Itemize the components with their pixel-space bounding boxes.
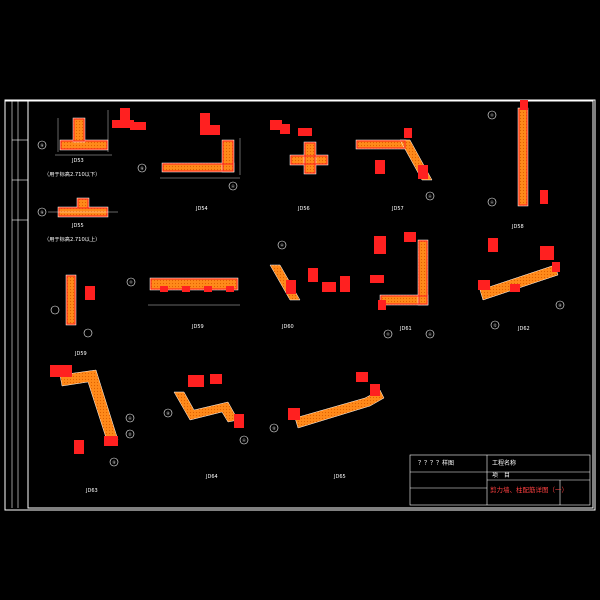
detail-label: JD56 <box>297 206 310 212</box>
detail-jd65: ⑬ JD65 <box>269 372 385 480</box>
axis-label: ⑯ <box>40 210 44 215</box>
detail-jd64: ⑭ Ⓐ JD64 <box>163 374 249 480</box>
detail-label: JD60 <box>281 324 294 330</box>
detail-label: JD58 <box>511 224 524 230</box>
detail-label: JD62 <box>517 326 530 332</box>
axis-label: ⑯ <box>140 166 144 171</box>
axis-label: Ⓓ <box>128 432 132 437</box>
detail-label: JD65 <box>333 474 346 480</box>
axis-label: Ⓐ <box>231 184 235 189</box>
detail-label: JD64 <box>205 474 218 480</box>
axis-label: Ⓐ <box>242 438 246 443</box>
axis-label: ⑭ <box>166 411 170 416</box>
detail-label: JD59 <box>74 351 87 357</box>
binding-strip <box>11 101 28 508</box>
drawing-title: 剪力墙、柱配筋详图（一） <box>490 485 568 494</box>
detail-jd59: JD59 <box>50 274 95 357</box>
detail-jd60: Ⓗ JD60 <box>269 240 350 330</box>
title-block <box>409 454 591 506</box>
axis-bubble <box>37 140 47 150</box>
detail-jd56: JD56 <box>270 120 329 212</box>
axis-label: ⑪ <box>490 113 494 118</box>
item-label: 项 目 <box>492 472 510 479</box>
project-label: 工程名称 <box>492 459 516 467</box>
axis-label: ⑯ <box>40 143 44 148</box>
axis-label: Ⓐ <box>428 332 432 337</box>
axis-label: Ⓐ <box>428 194 432 199</box>
axis-label: ⑫ <box>493 323 497 328</box>
axis-label: ⑭ <box>558 303 562 308</box>
axis-label: Ⓗ <box>280 243 284 248</box>
detail-label: JD57 <box>391 206 404 212</box>
detail-jd58: ⑪ Ⓐ JD58 <box>487 100 548 230</box>
detail-label: JD54 <box>195 206 208 212</box>
axis-label: Ⓐ <box>490 200 494 205</box>
axis-label: ⑪ <box>129 280 133 285</box>
detail-jd63: Ⓐ Ⓓ ⑮ JD63 <box>50 365 135 494</box>
axis-label: Ⓐ <box>128 416 132 421</box>
detail-note: （用于标高2.710以下） <box>44 170 100 178</box>
wall-section <box>65 274 77 326</box>
detail-label: JD63 <box>85 488 98 494</box>
detail-long-beam: ⑪ JD59 <box>126 277 240 330</box>
detail-jd54: ⑯ Ⓐ JD54 <box>137 113 241 212</box>
detail-jd55: ⑯ JD55 （用于标高2.710以上） <box>37 197 118 243</box>
detail-label: JD61 <box>399 326 412 332</box>
detail-jd62: ⑫ ⑭ JD62 <box>478 238 565 332</box>
axis-label: ⑪ <box>386 332 390 337</box>
detail-note: （用于标高2.710以上） <box>44 235 100 243</box>
company-name: ？？？？样图 <box>418 459 454 467</box>
detail-jd53: ⑯ JD53 （用于标高2.710以下） <box>37 108 146 178</box>
axis-label: ⑬ <box>272 426 276 431</box>
detail-label: JD59 <box>191 324 204 330</box>
detail-label: JD55 <box>71 223 84 229</box>
detail-jd57: Ⓐ JD57 <box>355 128 435 212</box>
sheet-border <box>4 99 596 511</box>
detail-label: JD53 <box>71 158 84 164</box>
detail-jd61: ⑪ Ⓐ JD61 <box>370 232 435 339</box>
wall-section <box>72 117 86 143</box>
axis-label: ⑮ <box>112 460 116 465</box>
